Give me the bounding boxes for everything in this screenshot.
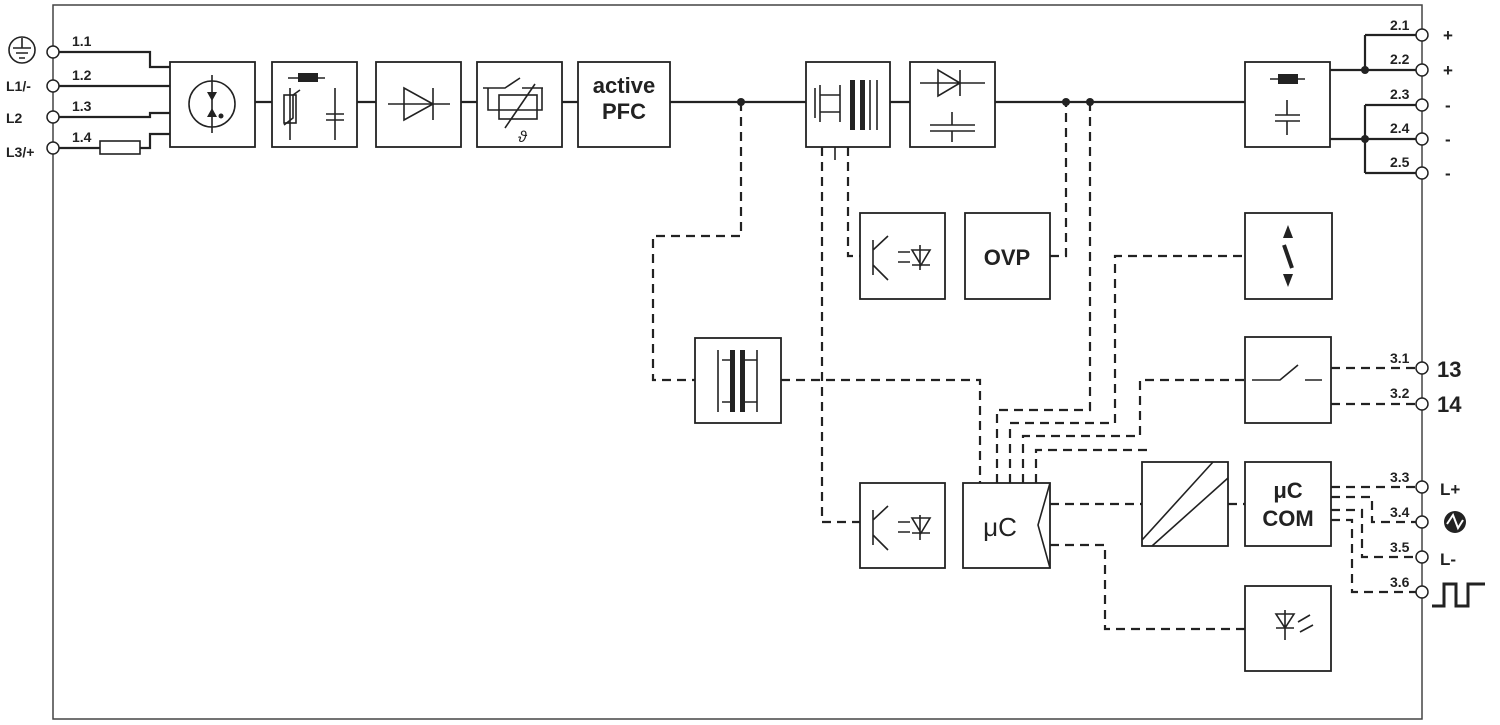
- pulse-signal-icon: [1432, 582, 1485, 608]
- ground-icon: [8, 36, 36, 64]
- output-filter-block: [1244, 61, 1331, 148]
- svg-text:3.3: 3.3: [1390, 469, 1410, 485]
- svg-text:-: -: [1445, 130, 1451, 149]
- svg-text:3.2: 3.2: [1390, 385, 1410, 401]
- switching-transformer-block: [805, 61, 891, 148]
- svg-text:L2: L2: [6, 110, 23, 126]
- dc-dc-converter-block: [1141, 461, 1229, 547]
- uc-label: μC: [983, 512, 1017, 542]
- pfc-block: active PFC: [577, 61, 671, 148]
- svg-text:1.4: 1.4: [72, 129, 92, 145]
- pfc-label-1: active: [593, 73, 655, 98]
- rectifier-block: [375, 61, 462, 148]
- relay-contact-block: [1244, 336, 1332, 424]
- pfc-label-2: PFC: [602, 99, 646, 124]
- uc-com-label-2: COM: [1262, 506, 1313, 531]
- output-terminal-labels: 2.1 2.2 2.3 2.4 2.5 + + - - -: [1390, 17, 1453, 183]
- svg-text:1.3: 1.3: [72, 98, 92, 114]
- inrush-limiter-block: ϑ: [476, 61, 563, 148]
- uc-com-block: μC COM: [1244, 461, 1332, 547]
- svg-text:3.1: 3.1: [1390, 350, 1410, 366]
- microcontroller-block: μC: [962, 482, 1051, 569]
- led-indicator-block: [1244, 585, 1332, 672]
- input-terminals: [46, 45, 60, 155]
- control-signal-lines: [651, 102, 1422, 631]
- communication-icon: [1444, 511, 1466, 533]
- svg-text:2.1: 2.1: [1390, 17, 1410, 33]
- input-terminal-labels: 1.1 1.2 1.3 1.4 L1/- L2 L3/+: [6, 33, 92, 160]
- svg-text:2.4: 2.4: [1390, 120, 1410, 136]
- svg-text:L1/-: L1/-: [6, 78, 31, 94]
- svg-text:14: 14: [1437, 392, 1462, 417]
- svg-text:L+: L+: [1440, 480, 1460, 499]
- output-terminals: [1415, 28, 1429, 599]
- svg-text:L3/+: L3/+: [6, 144, 34, 160]
- svg-text:2.3: 2.3: [1390, 86, 1410, 102]
- svg-text:1.1: 1.1: [72, 33, 92, 49]
- svg-text:1.2: 1.2: [72, 67, 92, 83]
- svg-text:+: +: [1443, 26, 1453, 45]
- svg-text:3.6: 3.6: [1390, 574, 1410, 590]
- ovp-block: OVP: [964, 212, 1051, 300]
- output-wiring: [1330, 33, 1422, 175]
- svg-text:L-: L-: [1440, 550, 1456, 569]
- svg-text:-: -: [1445, 96, 1451, 115]
- svg-text:-: -: [1445, 164, 1451, 183]
- optocoupler-ovp-block: [859, 212, 946, 300]
- svg-text:3.5: 3.5: [1390, 539, 1410, 555]
- svg-text:13: 13: [1437, 357, 1461, 382]
- svg-text:+: +: [1443, 61, 1453, 80]
- filter-block: [271, 61, 358, 148]
- optocoupler-uc-block: [859, 482, 946, 569]
- signal-terminal-labels: 3.1 3.2 3.3 3.4 3.5 3.6 13 14 L+ L-: [1390, 350, 1462, 590]
- uc-com-label-1: μC: [1273, 478, 1302, 503]
- svg-text:ϑ: ϑ: [518, 129, 528, 146]
- output-rectifier-block: [909, 61, 996, 148]
- ovp-label: OVP: [984, 245, 1030, 270]
- fuse-symbol: [99, 140, 141, 155]
- isolation-transformer-block: [694, 337, 782, 424]
- input-wiring: [53, 50, 170, 155]
- svg-text:2.5: 2.5: [1390, 154, 1410, 170]
- signal-indicator-block: [1244, 212, 1333, 300]
- svg-text:2.2: 2.2: [1390, 51, 1410, 67]
- surge-block: [169, 61, 256, 148]
- svg-text:3.4: 3.4: [1390, 504, 1410, 520]
